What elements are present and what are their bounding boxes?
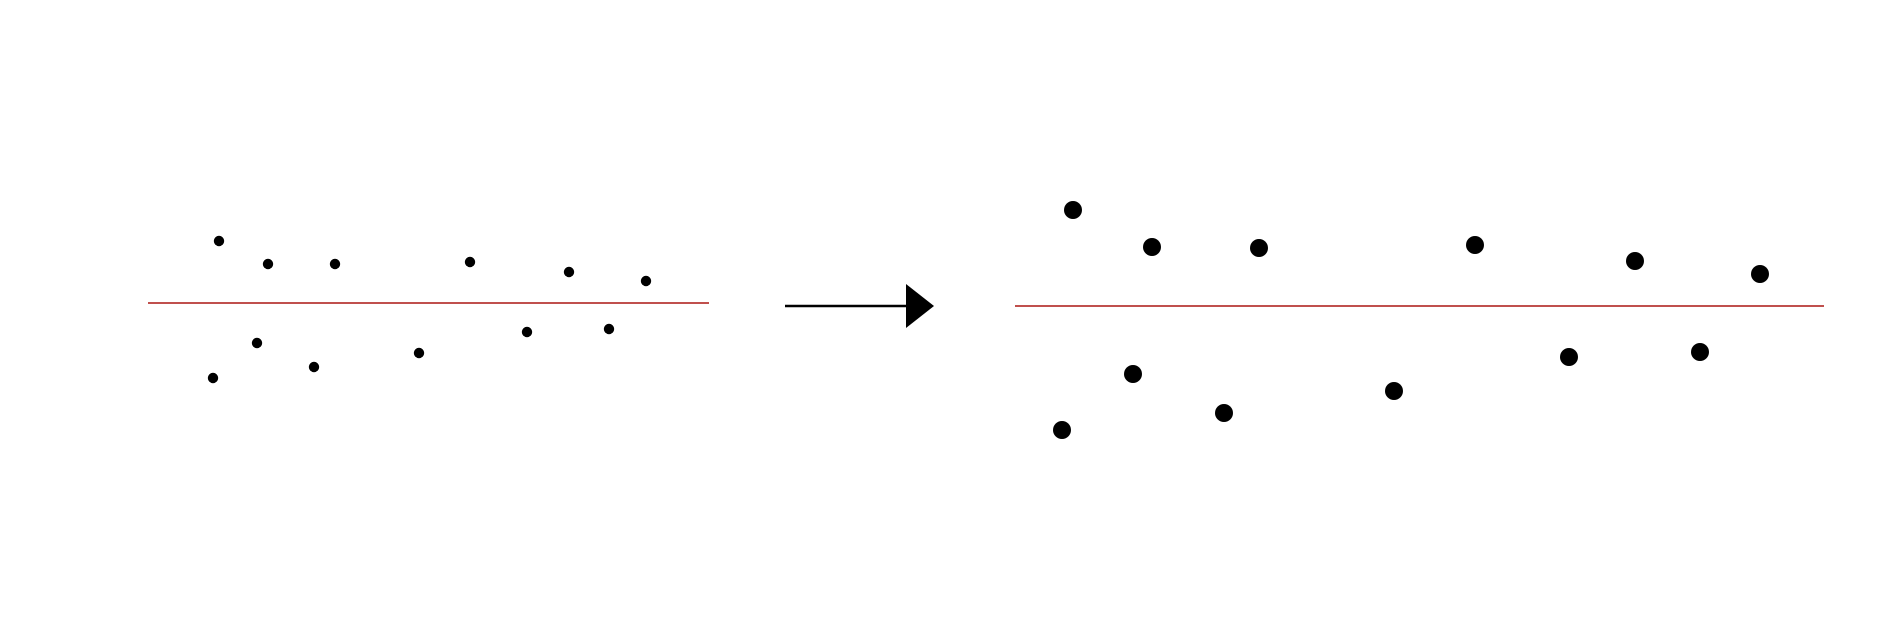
data-point-after-2 <box>1143 238 1161 256</box>
data-point-before-12 <box>603 323 615 335</box>
panel-after <box>1015 201 1824 439</box>
points-after <box>1053 201 1769 439</box>
data-point-after-5 <box>1626 252 1644 270</box>
panel-before <box>148 235 709 384</box>
data-point-after-3 <box>1250 239 1268 257</box>
data-point-after-12 <box>1691 343 1709 361</box>
data-point-before-6 <box>640 275 652 287</box>
data-point-after-9 <box>1215 404 1233 422</box>
data-point-after-10 <box>1385 382 1403 400</box>
data-point-before-11 <box>521 326 533 338</box>
data-point-before-3 <box>329 258 341 270</box>
data-point-before-2 <box>262 258 274 270</box>
data-point-after-6 <box>1751 265 1769 283</box>
data-point-before-1 <box>213 235 225 247</box>
arrow-head <box>906 284 934 328</box>
data-point-after-8 <box>1053 421 1071 439</box>
points-before <box>207 235 652 384</box>
data-point-after-1 <box>1064 201 1082 219</box>
data-point-before-9 <box>308 361 320 373</box>
data-point-after-4 <box>1466 236 1484 254</box>
data-point-before-4 <box>464 256 476 268</box>
data-point-before-10 <box>413 347 425 359</box>
data-point-after-11 <box>1560 348 1578 366</box>
data-point-before-8 <box>207 372 219 384</box>
right-arrow-icon <box>785 284 934 328</box>
data-point-after-7 <box>1124 365 1142 383</box>
data-point-before-7 <box>251 337 263 349</box>
data-point-before-5 <box>563 266 575 278</box>
